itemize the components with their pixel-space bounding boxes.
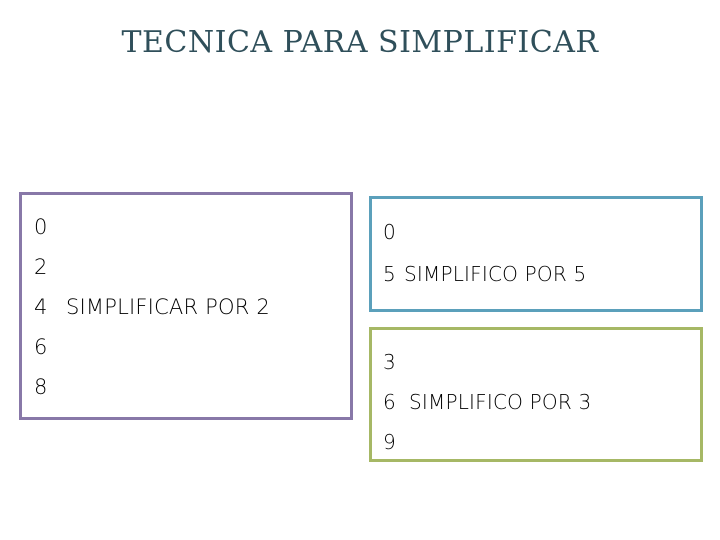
multiples-of-three-box: 3 6 SIMPLIFICO POR 3 9 — [369, 327, 703, 462]
list-item: 6 SIMPLIFICO POR 3 — [383, 382, 700, 422]
list-item: 6 — [34, 327, 350, 367]
digit-value: 9 — [383, 430, 396, 454]
rule-label: SIMPLIFICO POR 5 — [404, 262, 587, 286]
list-item: 0 — [383, 211, 700, 253]
list-item: 9 — [383, 422, 700, 462]
digit-value: 8 — [34, 375, 48, 399]
list-item: 5 SIMPLIFICO POR 5 — [383, 253, 700, 295]
list-item: 3 — [383, 342, 700, 382]
multiples-of-two-box: 0 2 4 SIMPLIFICAR POR 2 6 8 — [19, 192, 353, 420]
list-item: 0 — [34, 207, 350, 247]
digit-value: 3 — [383, 350, 396, 374]
rule-label: SIMPLIFICO POR 3 — [409, 390, 592, 414]
digit-value: 4 — [34, 295, 48, 319]
digit-value: 0 — [34, 215, 48, 239]
multiples-of-five-box: 0 5 SIMPLIFICO POR 5 — [369, 196, 703, 312]
digit-value: 6 — [383, 390, 396, 414]
digit-value: 0 — [383, 220, 396, 244]
digit-value: 2 — [34, 255, 48, 279]
list-item: 2 — [34, 247, 350, 287]
digit-value: 5 — [383, 262, 396, 286]
list-item: 8 — [34, 367, 350, 407]
list-item: 4 SIMPLIFICAR POR 2 — [34, 287, 350, 327]
digit-value: 6 — [34, 335, 48, 359]
rule-label: SIMPLIFICAR POR 2 — [66, 295, 270, 319]
page-title: TECNICA PARA SIMPLIFICAR — [121, 25, 599, 60]
